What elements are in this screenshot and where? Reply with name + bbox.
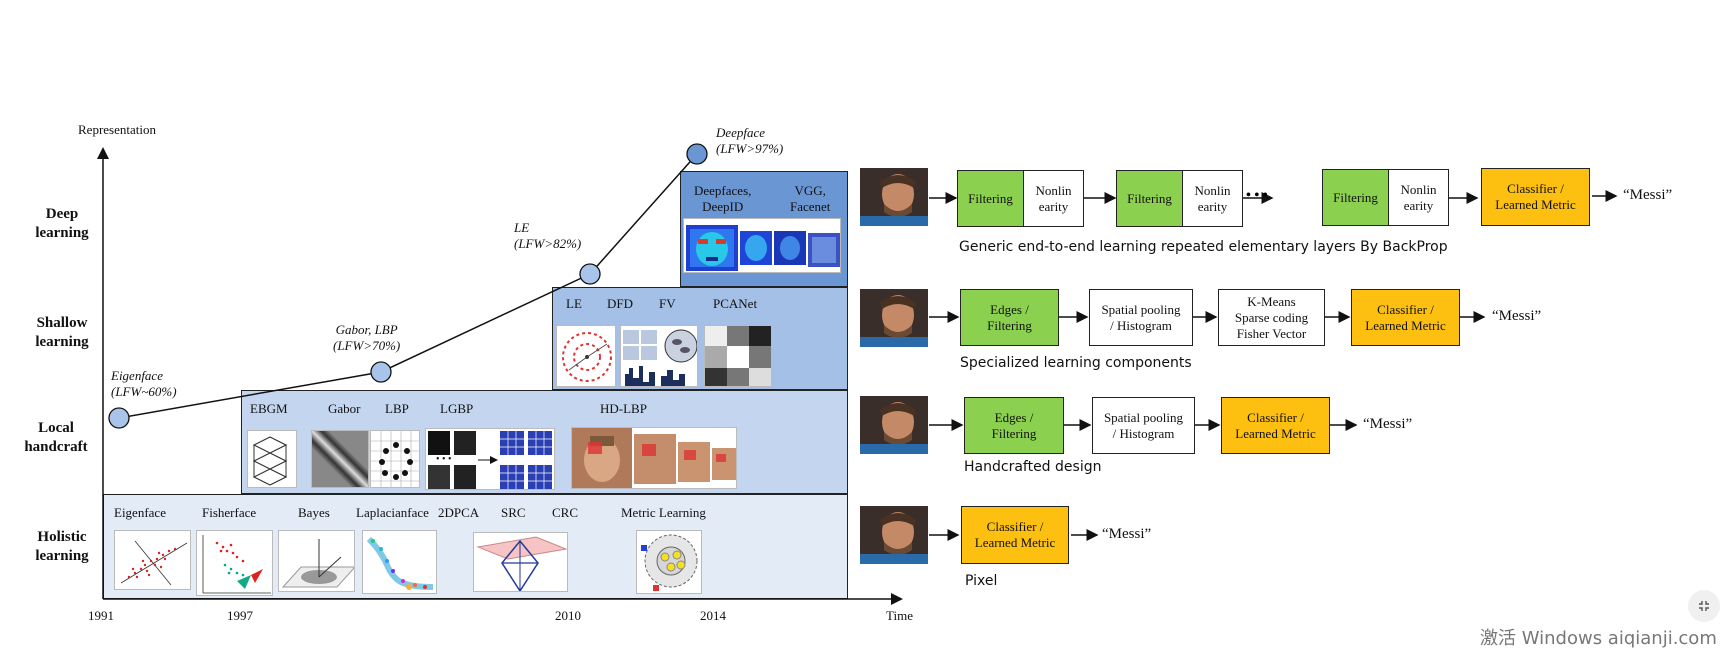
dfd-fv-diagram-image [620,325,698,387]
method-eigenface: Eigenface [114,505,166,520]
deep-filtering-1: Filtering [957,170,1024,227]
laplacianface-manifold-image [362,530,437,594]
method-crc: CRC [552,505,579,520]
method-metric-learning: Metric Learning [621,505,706,520]
milestone-label-eigenface: Eigenface(LFW~60%) [111,368,177,399]
deep-caption: Generic end-to-end learning repeated ele… [959,239,1448,255]
deep-classifier: Classifier /Learned Metric [1481,168,1590,226]
face-image-holistic [860,506,928,564]
metric-learning-image [636,530,702,594]
src-crc-geometry-image [473,532,568,592]
pcanet-filters-image [704,325,772,387]
deep-filtering-2: Filtering [1116,170,1183,227]
year-2014: 2014 [700,608,726,623]
deep-output: “Messi” [1623,187,1673,203]
method-gabor: Gabor [328,401,361,416]
gabor-filter-image [311,430,369,488]
milestone-le [579,263,601,285]
local-classifier: Classifier /Learned Metric [1221,397,1330,454]
method-vgg: VGG,Facenet [790,183,831,214]
method-2dpca: 2DPCA [438,505,480,520]
deep-feature-maps-image [683,218,841,273]
hd-lbp-faces-image [571,427,737,489]
face-image-shallow [860,289,928,347]
method-laplacianface: Laplacianface [356,505,429,520]
method-lgbp: LGBP [440,401,474,416]
shallow-edges-filtering: Edges /Filtering [960,289,1059,346]
holistic-caption: Pixel [965,573,998,589]
deep-ellipsis: • • • [1246,188,1268,203]
x-axis-label: Time [886,608,913,623]
local-caption: Handcrafted design [964,459,1102,475]
holistic-classifier: Classifier /Learned Metric [961,506,1069,564]
milestone-gabor-lbp [370,361,392,383]
fisherface-scatter-image [196,530,273,596]
milestone-label-gabor-lbp: Gabor, LBP(LFW>70%) [333,322,401,353]
local-spatial-pooling: Spatial pooling/ Histogram [1092,397,1195,454]
svg-text:• • •: • • • [436,454,452,465]
shallow-classifier: Classifier /Learned Metric [1351,289,1460,346]
face-image-deep [860,168,928,226]
method-ebgm: EBGM [250,401,288,416]
milestone-label-le: LE(LFW>82%) [514,220,582,251]
face-image-local [860,396,928,454]
shallow-output: “Messi” [1492,308,1542,324]
method-le: LE [566,296,582,311]
watermark-text: 激活 Windows aiqianji.com [1480,628,1717,649]
milestone-deepface [686,143,708,165]
method-lbp: LBP [385,401,409,416]
method-deepfaces: Deepfaces,DeepID [694,183,752,214]
local-edges-filtering: Edges /Filtering [964,397,1064,454]
year-1997: 1997 [227,608,253,623]
collapse-icon[interactable] [1688,590,1720,622]
milestone-eigenface [108,407,130,429]
eigenface-scatter-image [114,530,191,590]
method-fv: FV [659,296,676,311]
milestone-label-deepface: Deepface(LFW>97%) [716,125,784,156]
method-src: SRC [501,505,526,520]
method-bayes: Bayes [298,505,330,520]
year-1991: 1991 [88,608,114,623]
method-hd-lbp: HD-LBP [600,401,647,416]
method-fisherface: Fisherface [202,505,257,520]
lgbp-maps-image: • • • [425,428,555,490]
lbp-grid-image [370,430,420,488]
year-2010: 2010 [555,608,581,623]
holistic-output: “Messi” [1102,526,1152,542]
bayes-diagram-image [278,530,355,592]
deep-filtering-3: Filtering [1322,169,1389,226]
ebgm-graph-image [247,430,297,488]
local-output: “Messi” [1363,416,1413,432]
shallow-spatial-pooling: Spatial pooling/ Histogram [1089,289,1193,346]
trend-line [118,153,698,419]
method-dfd: DFD [607,296,634,311]
method-pcanet: PCANet [713,296,758,311]
le-diagram-image [556,325,616,387]
y-axis-label: Representation [78,122,156,137]
shallow-caption: Specialized learning components [960,355,1192,371]
